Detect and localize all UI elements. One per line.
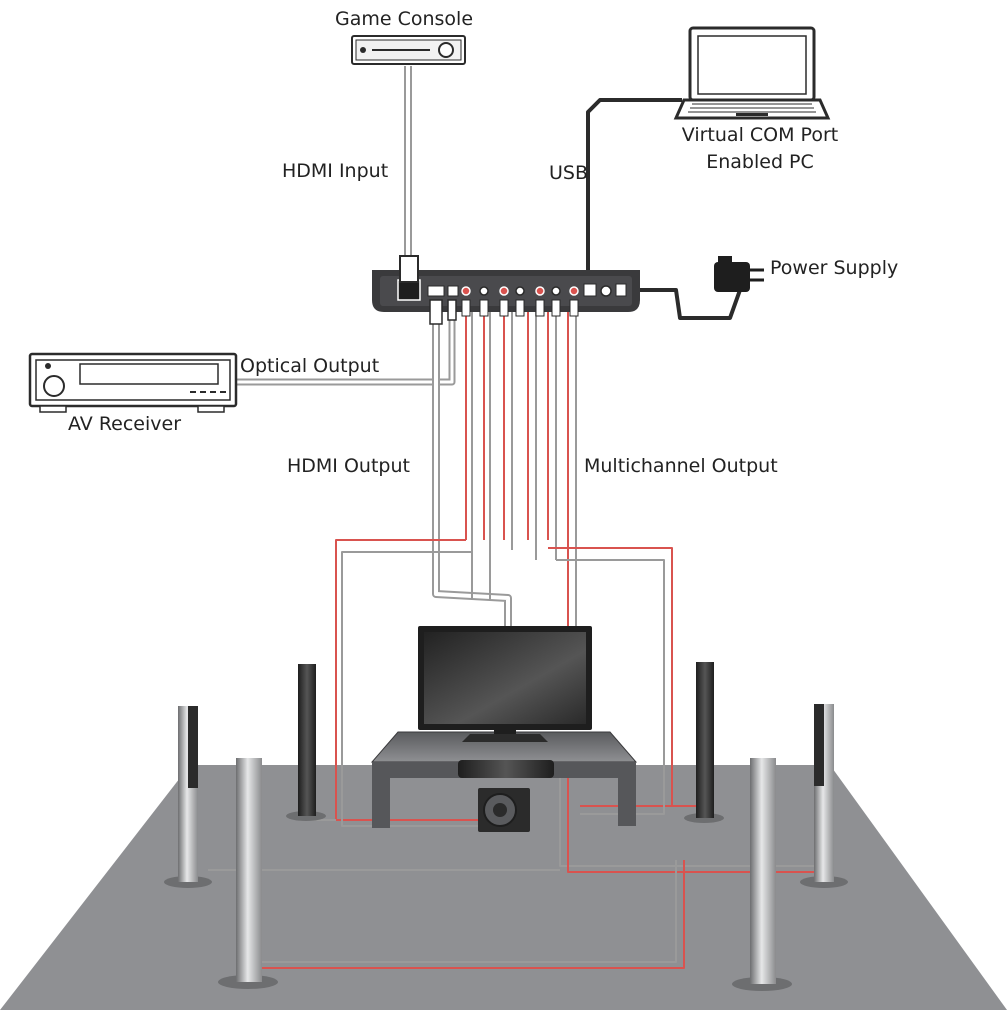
speaker-rear-left-icon (164, 706, 212, 888)
pc-label-line2: Enabled PC (706, 151, 814, 173)
tv-stand (370, 731, 638, 828)
audio-extractor-device (372, 255, 640, 325)
power-supply-label: Power Supply (770, 257, 899, 279)
multichannel-output-label: Multichannel Output (584, 455, 778, 477)
game-console-label: Game Console (334, 8, 474, 30)
usb-label: USB (549, 162, 589, 184)
speaker-rear-right-icon (800, 704, 848, 888)
rca-jacks (461, 286, 579, 296)
av-receiver-icon (28, 352, 238, 413)
optical-output-label: Optical Output (240, 355, 380, 377)
speaker-side-left-icon (218, 758, 278, 989)
game-console-icon (351, 35, 466, 65)
av-receiver-label: AV Receiver (68, 413, 182, 435)
pc-label-line1: Virtual COM Port (681, 124, 839, 146)
speaker-side-right-icon (732, 758, 792, 991)
power-adapter-icon (714, 256, 764, 292)
laptop-icon (673, 26, 831, 120)
subwoofer-icon (478, 788, 530, 832)
television-icon (418, 626, 592, 742)
hdmi-output-label: HDMI Output (287, 455, 410, 477)
hdmi-input-label: HDMI Input (282, 160, 389, 182)
speaker-front-right-icon (684, 662, 724, 823)
speaker-front-left-icon (286, 664, 326, 821)
